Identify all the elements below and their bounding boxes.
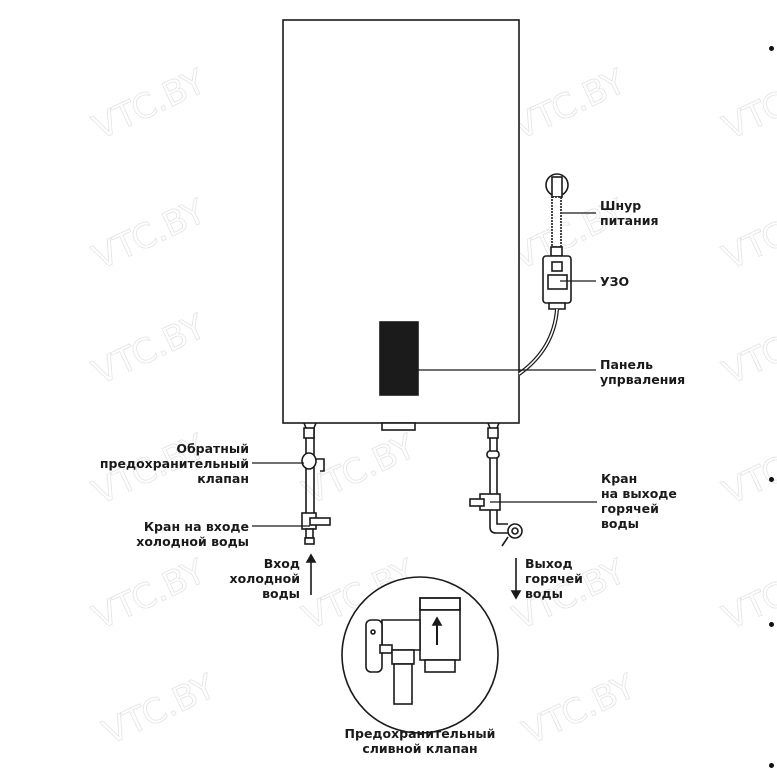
watermark-text: VTC.BY <box>297 427 422 514</box>
label-cold-inlet-tap: Кран на входе холодной воды <box>136 519 249 549</box>
watermark-text: VTC.BY <box>507 62 632 149</box>
watermark-text: VTC.BY <box>717 307 777 394</box>
label-hot-outlet: Выход горячей воды <box>525 556 583 601</box>
label-power-cord: Шнур питания <box>600 198 659 228</box>
check-valve <box>301 452 317 470</box>
watermark-text: VTC.BY <box>717 192 777 279</box>
watermark-text: VTC.BY <box>717 427 777 514</box>
label-check-valve: Обратный предохранительный клапан <box>99 441 249 486</box>
label-drain-valve: Предохранительный сливной клапан <box>344 726 496 756</box>
label-control-panel: Панель упрваления <box>600 357 686 387</box>
watermark-text: VTC.BY <box>87 552 212 639</box>
bullet <box>769 46 774 51</box>
power-cord <box>551 196 562 248</box>
control-panel-display <box>379 321 419 396</box>
watermark-text: VTC.BY <box>717 552 777 639</box>
watermark-text: VTC.BY <box>87 192 212 279</box>
bottom-cover <box>381 422 416 431</box>
watermark-text: VTC.BY <box>517 667 642 754</box>
bullet <box>769 477 774 482</box>
watermark-text: VTC.BY <box>87 307 212 394</box>
bullet <box>769 763 774 768</box>
leader-lines <box>252 212 597 527</box>
watermark-text: VTC.BY <box>717 62 777 149</box>
label-hot-outlet-tap: Кран на выходе горячей воды <box>601 471 677 531</box>
bullet <box>769 622 774 627</box>
power-cable <box>517 308 559 376</box>
label-cold-inlet: Вход холодной воды <box>229 556 300 601</box>
watermark-text: VTC.BY <box>97 667 222 754</box>
watermark-text: VTC.BY <box>87 62 212 149</box>
label-rcd: УЗО <box>600 274 630 289</box>
